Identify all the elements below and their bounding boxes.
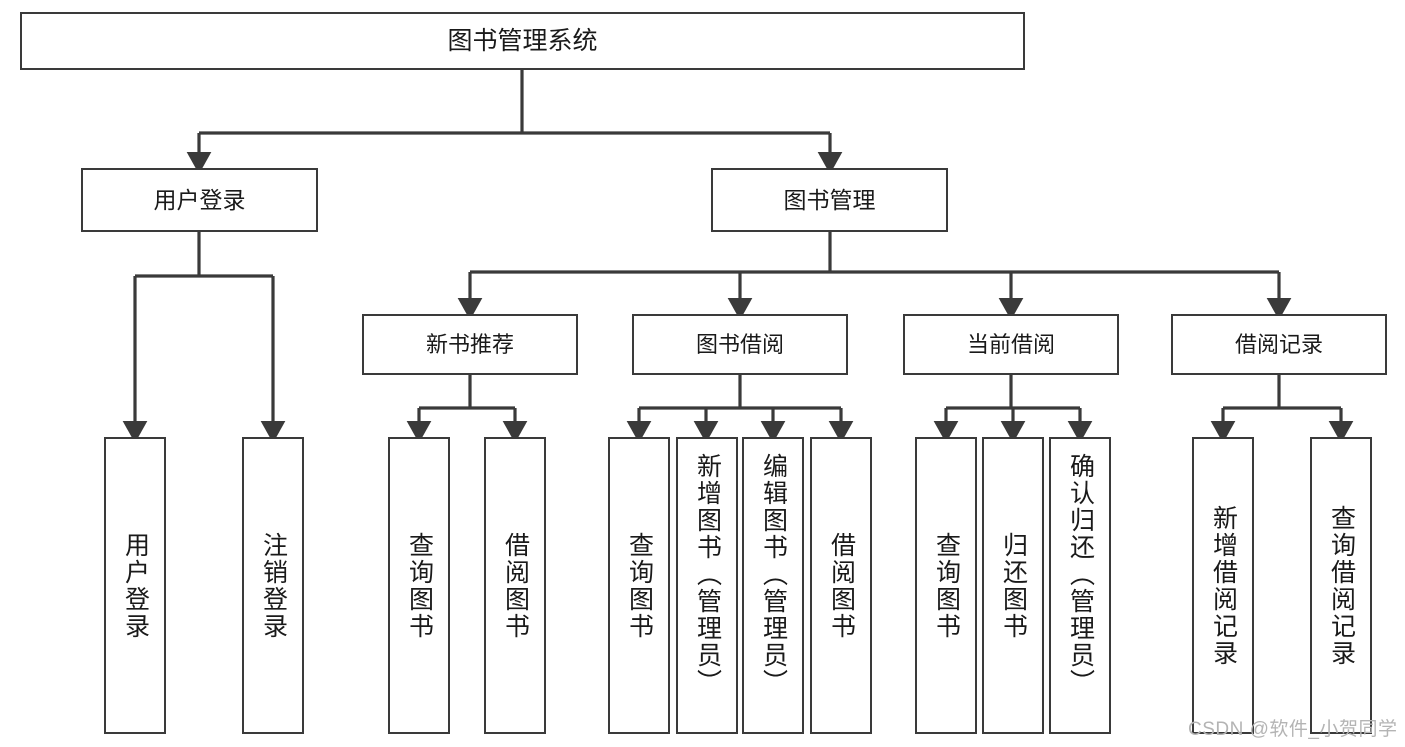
node-label: 确认归还（管理员） bbox=[1066, 453, 1095, 696]
node-label: 图书借阅 bbox=[695, 331, 784, 357]
leaf-add-borrow-record[interactable]: 新增借阅记录 bbox=[1192, 437, 1254, 734]
leaf-query-books-recommendation[interactable]: 查询图书 bbox=[388, 437, 450, 734]
leaf-query-borrow-record[interactable]: 查询借阅记录 bbox=[1310, 437, 1372, 734]
watermark-text: CSDN @软件_小贺同学 bbox=[1188, 719, 1398, 740]
node-label: 图书管理系统 bbox=[447, 26, 598, 55]
leaf-query-books-borrowing[interactable]: 查询图书 bbox=[608, 437, 670, 734]
leaf-borrow-books-recommendation[interactable]: 借阅图书 bbox=[484, 437, 546, 734]
leaf-confirm-return-admin[interactable]: 确认归还（管理员） bbox=[1049, 437, 1111, 734]
node-label: 图书管理 bbox=[783, 186, 876, 213]
leaf-user-login[interactable]: 用户登录 bbox=[104, 437, 166, 734]
node-current-borrowing[interactable]: 当前借阅 bbox=[903, 314, 1119, 375]
leaf-return-books[interactable]: 归还图书 bbox=[982, 437, 1044, 734]
node-root-book-management-system[interactable]: 图书管理系统 bbox=[20, 12, 1025, 70]
leaf-edit-book-admin[interactable]: 编辑图书（管理员） bbox=[742, 437, 804, 734]
node-label: 注销登录 bbox=[259, 531, 288, 640]
leaf-borrow-books-borrowing[interactable]: 借阅图书 bbox=[810, 437, 872, 734]
node-label: 新书推荐 bbox=[425, 331, 514, 357]
node-borrowing-records[interactable]: 借阅记录 bbox=[1171, 314, 1387, 375]
node-book-management[interactable]: 图书管理 bbox=[711, 168, 948, 232]
node-user-login[interactable]: 用户登录 bbox=[81, 168, 318, 232]
node-new-book-recommendation[interactable]: 新书推荐 bbox=[362, 314, 578, 375]
node-book-borrowing[interactable]: 图书借阅 bbox=[632, 314, 848, 375]
node-label: 借阅图书 bbox=[827, 531, 856, 640]
node-label: 查询借阅记录 bbox=[1327, 504, 1356, 667]
node-label: 新增图书（管理员） bbox=[693, 453, 722, 696]
leaf-logout[interactable]: 注销登录 bbox=[242, 437, 304, 734]
node-label: 新增借阅记录 bbox=[1209, 504, 1238, 667]
node-label: 查询图书 bbox=[625, 531, 654, 640]
node-label: 用户登录 bbox=[121, 531, 150, 640]
node-label: 当前借阅 bbox=[966, 331, 1055, 357]
node-label: 借阅图书 bbox=[501, 531, 530, 640]
node-label: 借阅记录 bbox=[1234, 331, 1323, 357]
leaf-add-book-admin[interactable]: 新增图书（管理员） bbox=[676, 437, 738, 734]
node-label: 归还图书 bbox=[999, 531, 1028, 640]
leaf-query-books-current[interactable]: 查询图书 bbox=[915, 437, 977, 734]
node-label: 用户登录 bbox=[153, 186, 246, 213]
node-label: 查询图书 bbox=[932, 531, 961, 640]
node-label: 编辑图书（管理员） bbox=[759, 453, 788, 696]
node-label: 查询图书 bbox=[405, 531, 434, 640]
